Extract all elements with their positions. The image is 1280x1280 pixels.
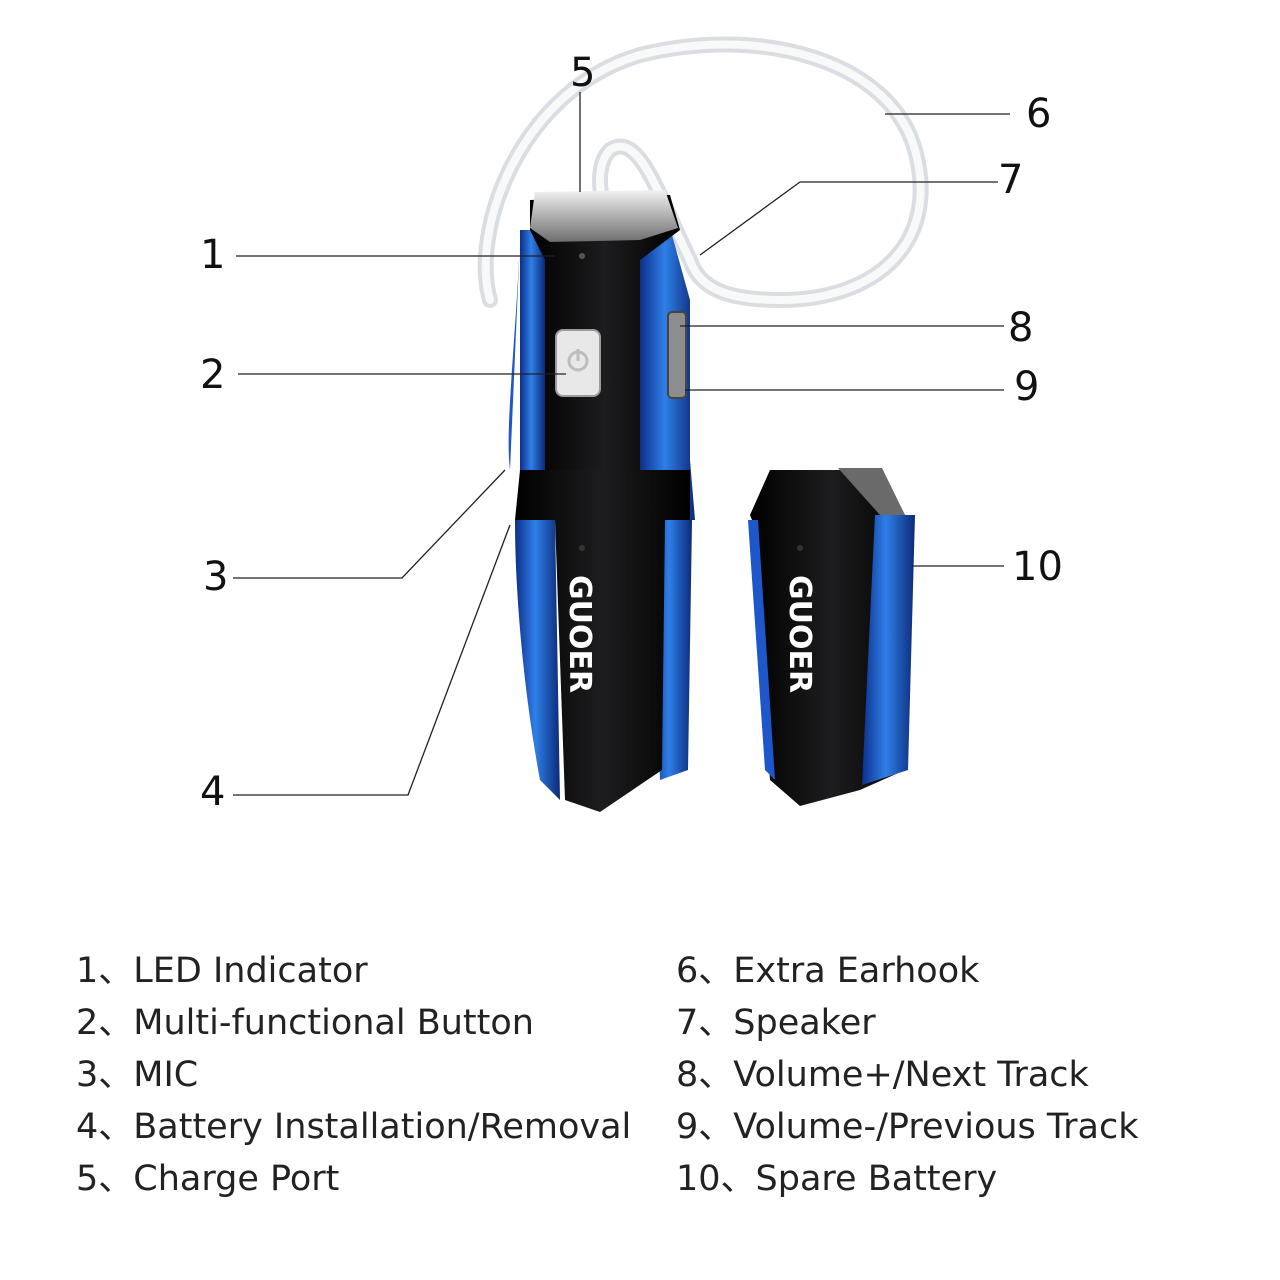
callout-number-10: 10 xyxy=(1012,544,1063,590)
callout-number-4: 4 xyxy=(200,769,225,815)
callout-number-8: 8 xyxy=(1008,305,1033,351)
callout-line-3 xyxy=(233,469,506,579)
legend-item-multi-functional-button: 2、Multi-functional Button xyxy=(76,1003,534,1043)
legend-item-charge-port: 5、Charge Port xyxy=(76,1159,340,1199)
legend-left-column: 1、LED Indicator 2、Multi-functional Butto… xyxy=(76,945,676,1205)
legend-right-column: 6、Extra Earhook 7、Speaker 8、Volume+/Next… xyxy=(676,945,1276,1205)
callout-number-1: 1 xyxy=(200,232,225,278)
callout-line-4 xyxy=(233,524,511,796)
callout-number-5: 5 xyxy=(570,50,595,96)
callout-number-9: 9 xyxy=(1014,364,1039,410)
legend-item-extra-earhook: 6、Extra Earhook xyxy=(676,951,980,991)
headset: GUOER xyxy=(508,190,695,812)
legend-item-volume-up: 8、Volume+/Next Track xyxy=(676,1055,1089,1095)
callout-lines xyxy=(233,92,1010,796)
callout-number-2: 2 xyxy=(200,352,225,398)
earhook xyxy=(477,36,929,309)
legend-item-mic: 3、MIC xyxy=(76,1055,199,1095)
legend-item-spare-battery: 10、Spare Battery xyxy=(676,1159,998,1199)
callout-number-6: 6 xyxy=(1026,91,1051,137)
brand-logo: GUOER xyxy=(562,575,597,693)
spare-battery-brand-logo: GUOER xyxy=(782,575,817,693)
headset-diagram: GUOER GUOER 1 2 3 4 5 6 7 8 9 10 xyxy=(200,36,1063,815)
spare-battery: GUOER xyxy=(748,468,915,806)
legend-item-battery-installation: 4、Battery Installation/Removal xyxy=(76,1107,632,1147)
callout-line-7 xyxy=(699,181,998,256)
callout-number-7: 7 xyxy=(998,157,1023,203)
legend-item-volume-down: 9、Volume-/Previous Track xyxy=(676,1107,1139,1147)
legend-item-speaker: 7、Speaker xyxy=(676,1003,876,1043)
callout-number-3: 3 xyxy=(203,554,228,600)
legend-item-led-indicator: 1、LED Indicator xyxy=(76,951,368,991)
